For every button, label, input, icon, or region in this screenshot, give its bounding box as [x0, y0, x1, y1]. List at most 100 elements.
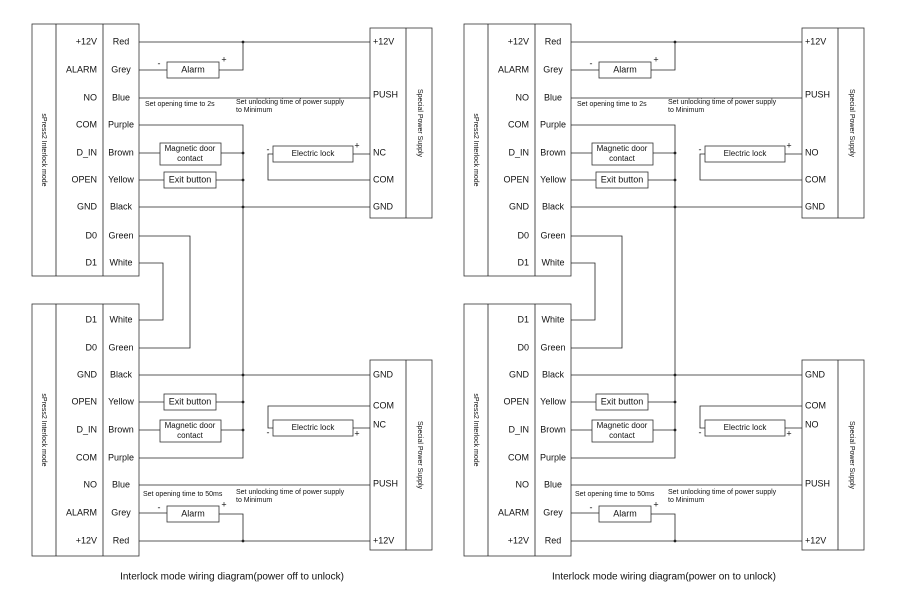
left-bottom-lock-plus: + [354, 428, 359, 438]
left-bottom-pin-label: COM [76, 452, 97, 462]
right-top-exit-label: Exit button [601, 174, 644, 184]
right-bottom-pin-label: D0 [517, 342, 529, 352]
right-bottom-pin-label: +12V [508, 535, 529, 545]
left-top-power-supply [369, 27, 433, 219]
right-bottom-alarm-label: Alarm [613, 508, 637, 518]
left-bottom-pin-label: GND [77, 369, 98, 379]
left-bottom-alarm-minus: - [158, 502, 161, 512]
left-top-unlock-note-2: to Minimum [236, 107, 272, 114]
left-bottom-exit-label: Exit button [169, 396, 212, 406]
left-bottom-alarm-label: Alarm [181, 508, 205, 518]
right-bottom-wire-label: Black [542, 369, 565, 379]
left-top-pin-label: COM [76, 119, 97, 129]
left-bottom-wire-label: Grey [111, 507, 131, 517]
left-top-lock-label: Electric lock [292, 149, 336, 158]
right-top-psu-label: Special Power Supply [848, 89, 855, 158]
right-top-wire-label: Brown [540, 147, 566, 157]
left-bottom-psu-label: Special Power Supply [416, 421, 423, 490]
left-wire-d0-cross [139, 235, 191, 349]
left-top-psu-label: Special Power Supply [416, 89, 423, 158]
left-wire-bottom-alarm-pos [219, 513, 244, 541]
left-top-wire-label: Blue [112, 92, 130, 102]
right-bottom-psu-terminal: +12V [805, 535, 826, 545]
right-top-psu-terminal: COM [805, 174, 826, 184]
right-bottom-power-supply [801, 359, 865, 551]
right-wire-top-com [571, 124, 676, 375]
left-wire-top-lock-neg [267, 153, 370, 181]
right-top-alarm-minus: - [590, 58, 593, 68]
left-bottom-pin-label: OPEN [71, 396, 97, 406]
right-top-wire-label: Red [545, 36, 562, 46]
right-top-pin-label: D0 [517, 230, 529, 240]
right-bottom-unlock-note-1: Set unlocking time of power supply [668, 489, 777, 496]
left-bottom-wire-label: White [109, 314, 132, 324]
left-bottom-controller [31, 303, 140, 557]
right-bottom-wire-label: Grey [543, 507, 563, 517]
right-bottom-wire-label: Brown [540, 424, 566, 434]
right-bottom-wire-label: Green [540, 342, 565, 352]
left-bottom-pin-label: +12V [76, 535, 97, 545]
right-top-pin-label: D1 [517, 257, 529, 267]
right-bottom-psu-terminal: PUSH [805, 478, 830, 488]
left-top-pin-label: D1 [85, 257, 97, 267]
right-bottom-wire-label: Blue [544, 479, 562, 489]
right-junction [673, 178, 677, 182]
left-top-unlock-note-1: Set unlocking time of power supply [236, 99, 345, 106]
left-bottom-pin-label: D1 [85, 314, 97, 324]
right-bottom-wire-label: Purple [540, 452, 566, 462]
left-top-alarm-minus: - [158, 58, 161, 68]
left-bottom-wire-label: Red [113, 535, 130, 545]
right-top-controller [463, 23, 572, 277]
left-bottom-alarm-plus: + [221, 499, 226, 509]
left-bottom-unlock-note-1: Set unlocking time of power supply [236, 489, 345, 496]
left-top-pin-label: +12V [76, 36, 97, 46]
left-top-magnetic-label-1: Magnetic door [165, 144, 216, 153]
right-wire-bottom-lock-neg [699, 405, 802, 429]
left-wire-bottom-com [139, 375, 244, 459]
right-bottom-magnetic-label-1: Magnetic door [597, 421, 648, 430]
left-junction [241, 178, 245, 182]
left-top-lock-minus: - [267, 144, 270, 154]
right-top-unlock-note-2: to Minimum [668, 107, 704, 114]
left-top-wire-label: Green [108, 230, 133, 240]
right-top-opening-note: Set opening time to 2s [577, 101, 647, 108]
left-bottom-psu-terminal: NC [373, 419, 386, 429]
left-top-psu-terminal: GND [373, 201, 394, 211]
right-bottom-wire-label: Yellow [540, 396, 566, 406]
right-wire-d1-cross [571, 262, 596, 321]
right-bottom-alarm-minus: - [590, 502, 593, 512]
right-top-psu-terminal: PUSH [805, 89, 830, 99]
left-top-pin-label: GND [77, 201, 98, 211]
left-bottom-wire-label: Brown [108, 424, 134, 434]
right-top-wire-label: Blue [544, 92, 562, 102]
right-junction [673, 539, 677, 543]
right-bottom-lock-minus: - [699, 427, 702, 437]
right-bottom-exit-label: Exit button [601, 396, 644, 406]
right-top-psu-terminal: GND [805, 201, 826, 211]
left-bottom-wire-label: Yellow [108, 396, 134, 406]
left-top-pin-label: OPEN [71, 174, 97, 184]
left-junction [241, 539, 245, 543]
left-top-magnetic-label-2: contact [177, 154, 204, 163]
right-top-wire-label: Grey [543, 64, 563, 74]
left-bottom-pin-label: D_IN [76, 424, 97, 434]
right-bottom-lock-label: Electric lock [724, 423, 768, 432]
right-top-wire-label: Green [540, 230, 565, 240]
right-bottom-alarm-plus: + [653, 499, 658, 509]
left-bottom-psu-terminal: +12V [373, 535, 394, 545]
right-top-pin-label: OPEN [503, 174, 529, 184]
left-top-alarm-plus: + [221, 54, 226, 64]
right-top-unlock-note-1: Set unlocking time of power supply [668, 99, 777, 106]
left-top-wire-label: Red [113, 36, 130, 46]
left-top-psu-terminal: COM [373, 174, 394, 184]
left-bottom-psu-terminal: PUSH [373, 478, 398, 488]
left-bottom-lock-minus: - [267, 427, 270, 437]
right-junction [673, 205, 677, 209]
right-top-lock-label: Electric lock [724, 149, 768, 158]
right-top-pin-label: +12V [508, 36, 529, 46]
left-top-exit-label: Exit button [169, 174, 212, 184]
right-top-pin-label: COM [508, 119, 529, 129]
right-top-lock-plus: + [786, 140, 791, 150]
left-bottom-wire-label: Blue [112, 479, 130, 489]
